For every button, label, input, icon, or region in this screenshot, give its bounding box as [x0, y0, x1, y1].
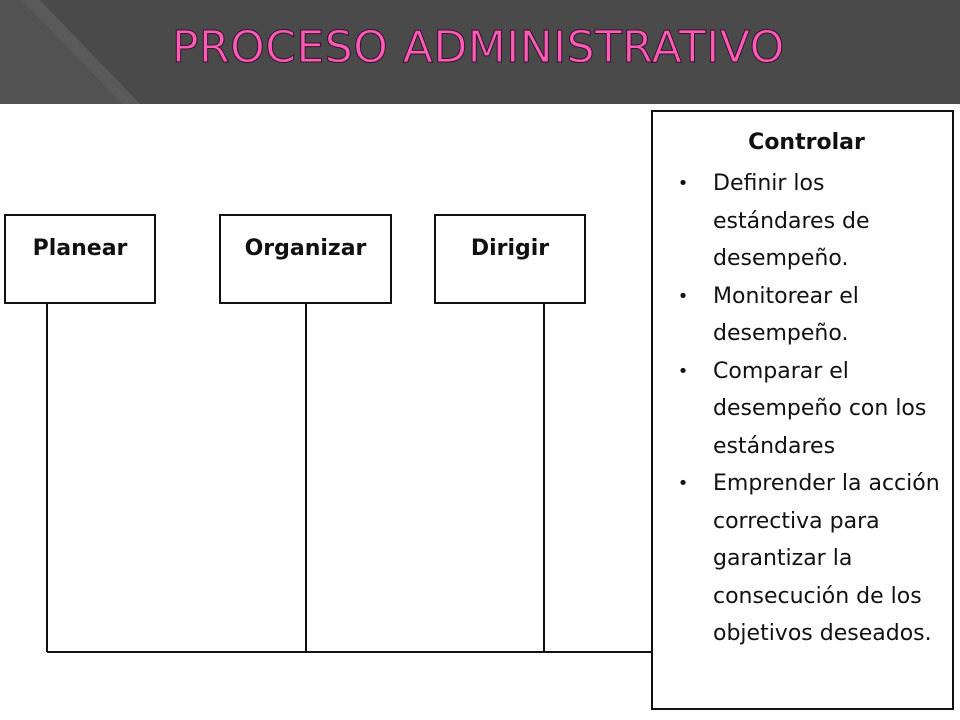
header-corner-decoration: [0, 0, 140, 104]
controlar-item-text: Monitorear el desempeño.: [713, 283, 859, 347]
list-item: • Definir los estándares de desempeño.: [653, 165, 952, 278]
header-bar: PROCESO ADMINISTRATIVO: [0, 0, 960, 104]
controlar-heading: Controlar: [748, 130, 865, 155]
bullet-icon: •: [677, 173, 689, 194]
controlar-item-text: Comparar el desempeño con los estándares: [713, 358, 927, 459]
stage-label-planear: Planear: [32, 236, 128, 261]
bullet-icon: •: [677, 360, 689, 382]
stage-box-controlar: Controlar • Definir los estándares de de…: [651, 110, 954, 710]
page-title: PROCESO ADMINISTRATIVO: [172, 22, 785, 73]
stage-box-dirigir: Dirigir: [434, 214, 586, 304]
stage-label-dirigir: Dirigir: [470, 236, 550, 261]
controlar-list: • Definir los estándares de desempeño. •…: [653, 165, 952, 653]
controlar-item-text: Emprender la acción correctiva para gara…: [713, 471, 940, 646]
list-item: • Emprender la acción correctiva para ga…: [653, 465, 952, 653]
list-item: • Comparar el desempeño con los estándar…: [653, 353, 952, 466]
stage-label-organizar: Organizar: [244, 236, 367, 261]
stage-box-organizar: Organizar: [219, 214, 392, 304]
list-item: • Monitorear el desempeño.: [653, 278, 952, 353]
bullet-icon: •: [677, 473, 689, 494]
controlar-item-text: Definir los estándares de desempeño.: [713, 171, 870, 271]
stage-box-planear: Planear: [4, 214, 156, 304]
bullet-icon: •: [677, 285, 689, 307]
